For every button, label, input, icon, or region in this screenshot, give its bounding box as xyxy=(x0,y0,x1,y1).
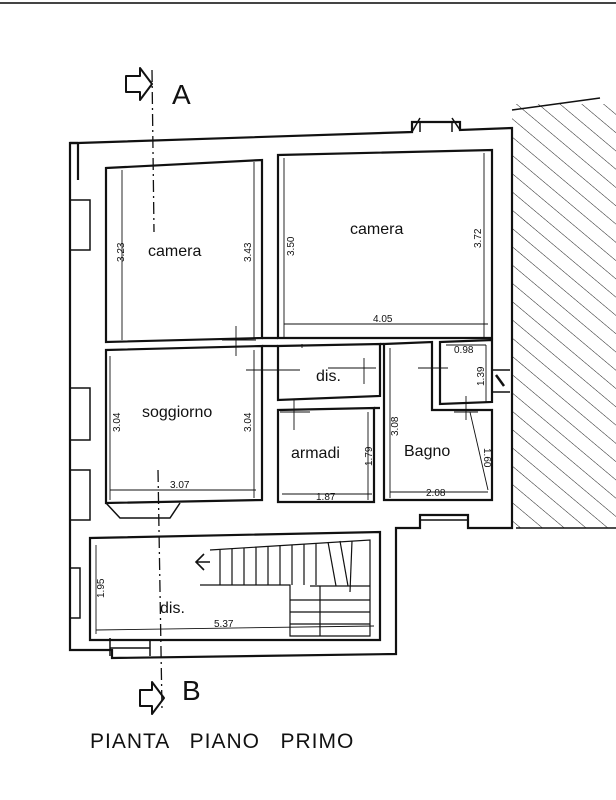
section-arrow-a-icon xyxy=(125,67,153,101)
staircase xyxy=(200,539,371,637)
dim-armadi-h: 1.79 xyxy=(364,446,375,466)
section-label-a: A xyxy=(172,79,191,110)
dim-camera-right-h1: 3.50 xyxy=(286,236,297,256)
dim-bagno-diag: 1.60 xyxy=(481,448,492,468)
dim-soggiorno-h2: 3.04 xyxy=(243,412,254,432)
section-line xyxy=(151,69,163,711)
room-label-armadi: armadi xyxy=(291,445,340,462)
dim-camera-left-h1: 3.23 xyxy=(116,242,127,262)
room-label-dis-upper: dis. xyxy=(316,368,341,385)
door-markers xyxy=(222,326,478,430)
plan-title: PIANTA PIANO PRIMO xyxy=(90,730,354,753)
room-label-soggiorno: soggiorno xyxy=(142,404,212,421)
dim-camera-left-h2: 3.43 xyxy=(243,242,254,262)
room-label-camera-left: camera xyxy=(148,243,201,260)
section-arrow-b-icon xyxy=(139,681,165,715)
dim-dis-lower-h: 1.95 xyxy=(96,578,107,598)
dim-soggiorno-w: 3.07 xyxy=(170,480,190,491)
dim-armadi-w: 1.87 xyxy=(316,492,336,503)
dim-soggiorno-h1: 3.04 xyxy=(112,412,123,432)
window-openings xyxy=(70,117,510,656)
adjacent-wall-hatch xyxy=(511,97,616,529)
dim-small-w: 0.98 xyxy=(454,345,474,356)
dim-bagno-w: 2.08 xyxy=(426,488,446,499)
room-label-bagno: Bagno xyxy=(404,443,450,460)
section-label-b: B xyxy=(182,675,201,706)
stair-direction-arrow-icon xyxy=(194,553,210,571)
room-label-dis-lower: dis. xyxy=(160,600,185,617)
dim-camera-right-h2: 3.72 xyxy=(473,228,484,248)
dim-small-h: 1.39 xyxy=(476,366,487,386)
dim-dis-lower-w: 5.37 xyxy=(214,619,234,630)
room-label-camera-right: camera xyxy=(350,221,403,238)
dim-camera-right-w: 4.05 xyxy=(373,314,393,325)
dim-bagno-h: 3.08 xyxy=(390,416,401,436)
walls xyxy=(68,120,514,660)
dimension-lines xyxy=(95,153,489,634)
